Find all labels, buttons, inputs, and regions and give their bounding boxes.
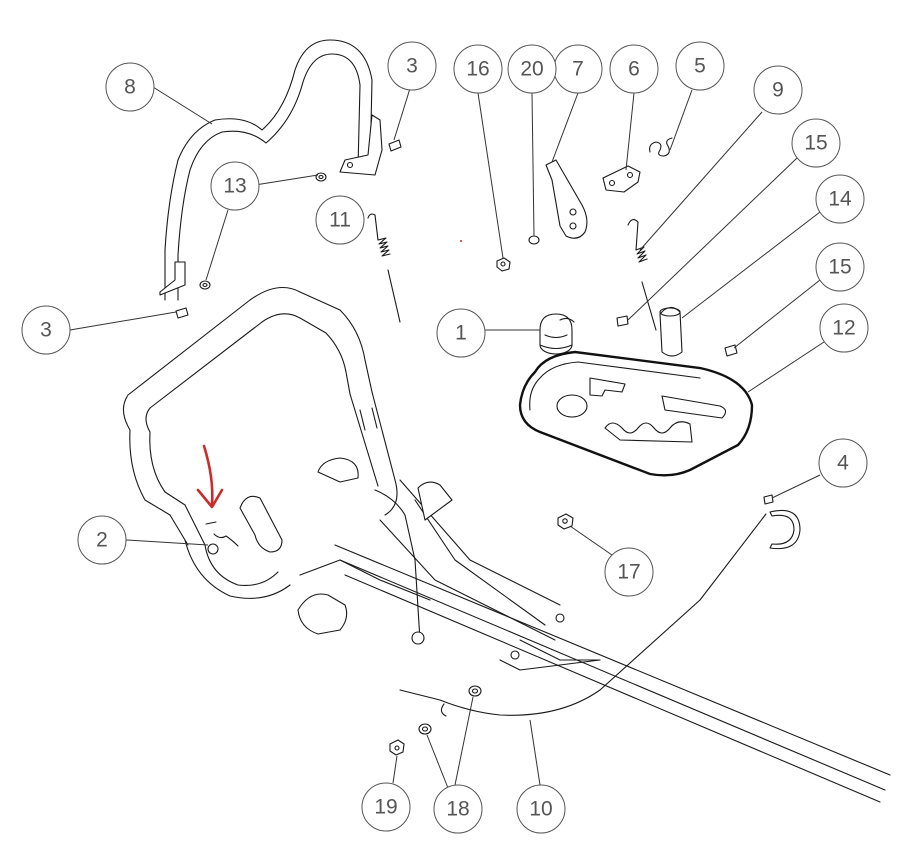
- callout-11-label: 11: [329, 209, 351, 232]
- part-8-upper-handle-bracket: [159, 39, 383, 301]
- part-3-clip-left: [175, 307, 189, 319]
- part-13-washer-upper: [315, 172, 327, 182]
- part-3-clip-upper: [388, 139, 402, 152]
- part-18-washer-upper: [468, 685, 482, 697]
- callout-8-label: 8: [124, 76, 136, 99]
- callout-6-label: 6: [628, 58, 640, 81]
- part-6-bracket: [602, 165, 641, 193]
- callout-19-label: 19: [374, 796, 397, 819]
- callout-14: 14: [815, 174, 865, 224]
- callout-15-lower-label: 15: [828, 256, 851, 279]
- callout-13: 13: [210, 161, 260, 211]
- callout-1-label: 1: [455, 322, 467, 345]
- part-17-nut: [557, 513, 574, 530]
- callout-10: 10: [516, 784, 566, 834]
- part-16-nut: [496, 257, 511, 272]
- callout-3-top-label: 3: [406, 55, 418, 78]
- callout-5-label: 5: [694, 55, 706, 78]
- callout-7-label: 7: [572, 58, 584, 81]
- assembly-linkages: [297, 457, 601, 671]
- callout-6: 6: [609, 44, 659, 94]
- part-15-screw-upper: [616, 315, 629, 327]
- callout-4: 4: [818, 438, 868, 488]
- part-11-spring: [367, 213, 401, 323]
- part-14-knob: [659, 306, 683, 357]
- callout-3-top: 3: [387, 41, 437, 91]
- callout-12: 12: [819, 303, 869, 353]
- callout-1: 1: [436, 308, 486, 358]
- callout-18-label: 18: [446, 798, 469, 821]
- part-20-washer: [528, 235, 540, 245]
- handle-knob-left: [239, 495, 283, 553]
- callout-15-lower: 15: [815, 242, 865, 292]
- callout-16: 16: [453, 44, 503, 94]
- callout-2-label: 2: [96, 529, 108, 552]
- callout-15-top-label: 15: [804, 132, 827, 155]
- callout-9: 9: [753, 65, 803, 115]
- part-19-nut: [389, 739, 405, 756]
- callout-20-label: 20: [520, 58, 543, 81]
- callout-3-left-label: 3: [40, 319, 52, 342]
- callout-13-label: 13: [223, 175, 246, 198]
- callout-8: 8: [105, 62, 155, 112]
- highlight-arrow: [196, 444, 224, 509]
- callout-17-label: 17: [617, 561, 640, 584]
- callout-3-left: 3: [21, 305, 71, 355]
- callout-14-label: 14: [828, 188, 852, 211]
- part-13-washer-lower: [199, 280, 211, 290]
- callout-2: 2: [77, 515, 127, 565]
- part-1-cap: [539, 313, 575, 355]
- part-9-spring: [627, 219, 657, 331]
- callout-18: 18: [433, 784, 483, 834]
- part-12-control-panel: [518, 350, 754, 477]
- part-4-spring-hook: [763, 494, 801, 550]
- callout-10-label: 10: [529, 798, 552, 821]
- main-shaft-tube: [334, 479, 891, 803]
- callout-9-label: 9: [772, 79, 784, 102]
- part-18-washer-lower: [418, 723, 432, 735]
- callout-15-top: 15: [791, 118, 841, 168]
- leader-lines: [69, 81, 825, 789]
- part-10-cable: [399, 513, 767, 717]
- part-5-spring-clip: [649, 137, 673, 157]
- callout-20: 20: [507, 44, 557, 94]
- callout-11: 11: [315, 195, 365, 245]
- callout-16-label: 16: [466, 58, 489, 81]
- part-7-lever-plate: [545, 159, 588, 239]
- callout-12-label: 12: [832, 317, 855, 340]
- callout-4-label: 4: [837, 452, 849, 475]
- callout-19: 19: [361, 782, 411, 832]
- stray-mark: [460, 240, 462, 242]
- callout-17: 17: [604, 547, 654, 597]
- callout-5: 5: [675, 41, 725, 91]
- main-handle-frame: [122, 286, 398, 599]
- callout-7: 7: [553, 44, 603, 94]
- part-2-spring-detail: [205, 521, 239, 555]
